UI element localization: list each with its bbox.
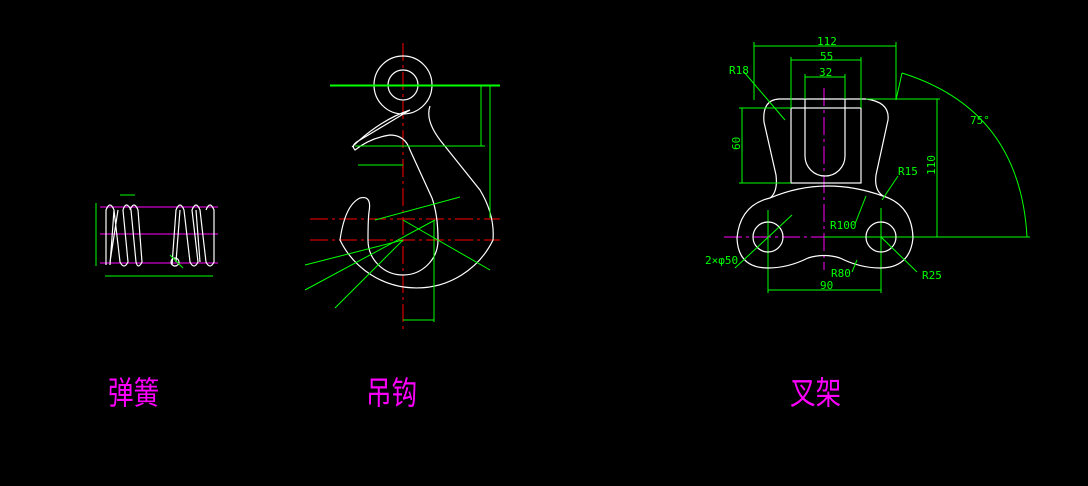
fork-drawing: 112 55 32 R18 60 75° 110 R15 R100 2×φ50 … bbox=[705, 35, 1030, 293]
dim-110: 110 bbox=[925, 155, 938, 175]
spring-coils-left bbox=[105, 204, 143, 267]
fork-rect bbox=[790, 107, 862, 184]
fork-hole-left bbox=[752, 221, 784, 253]
leader-r18 bbox=[743, 71, 786, 121]
dim-60: 60 bbox=[730, 137, 743, 150]
dim-r15: R15 bbox=[898, 165, 918, 178]
hook-leader-3 bbox=[334, 239, 404, 309]
spring-section-circle bbox=[170, 257, 180, 267]
dim-r100: R100 bbox=[830, 219, 857, 232]
dim-90: 90 bbox=[820, 279, 833, 292]
fork-hole-right bbox=[865, 221, 897, 253]
leader-phi50 bbox=[734, 214, 793, 269]
hook-leader-5 bbox=[374, 196, 461, 221]
dim-2xphi50: 2×φ50 bbox=[705, 254, 738, 267]
dim-75deg: 75° bbox=[970, 114, 990, 127]
leader-r25 bbox=[880, 236, 918, 273]
dim-r18: R18 bbox=[729, 64, 749, 77]
dim-r25: R25 bbox=[922, 269, 942, 282]
hook-body bbox=[339, 105, 494, 289]
dim-r80: R80 bbox=[831, 267, 851, 280]
fork-angle-ext bbox=[895, 72, 903, 101]
leader-r15 bbox=[881, 175, 899, 201]
spring-drawing bbox=[95, 194, 218, 277]
hook-leader-4 bbox=[402, 219, 491, 271]
spring-coils-right bbox=[171, 204, 215, 267]
fork-slot bbox=[804, 99, 846, 177]
dim-32: 32 bbox=[819, 66, 832, 79]
fork-title: 叉架 bbox=[790, 374, 842, 412]
hook-drawing bbox=[304, 43, 500, 330]
spring-leader bbox=[169, 254, 184, 269]
dim-55: 55 bbox=[820, 50, 833, 63]
fork-angle-arc bbox=[901, 72, 1028, 238]
leader-r100 bbox=[854, 195, 867, 225]
spring-title: 弹簧 bbox=[108, 374, 160, 412]
dim-112: 112 bbox=[817, 35, 837, 48]
hook-title: 吊钩 bbox=[366, 374, 418, 412]
fork-outline bbox=[736, 98, 914, 269]
hook-leader-1 bbox=[304, 239, 404, 266]
fork-r100-arc bbox=[769, 185, 884, 199]
leader-r80 bbox=[851, 259, 858, 273]
hook-leader-2 bbox=[304, 219, 436, 291]
